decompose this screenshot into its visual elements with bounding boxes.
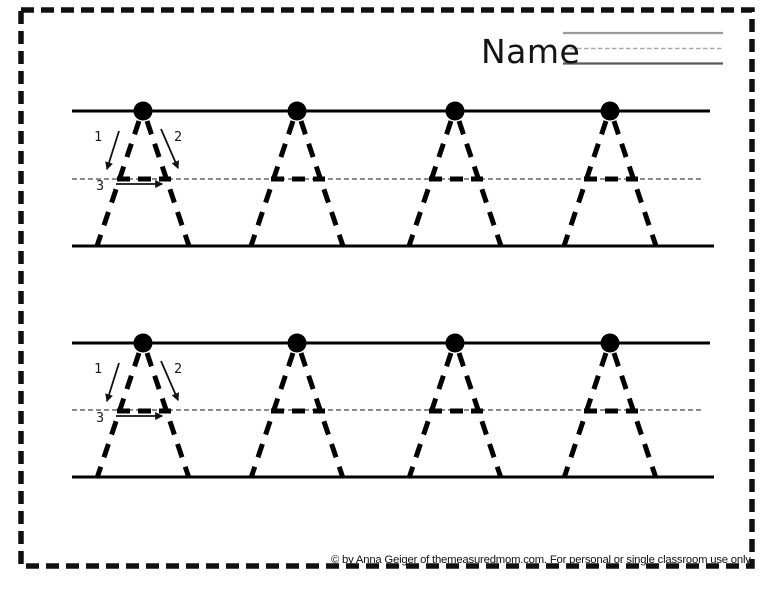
letter-a-trace — [564, 102, 656, 247]
stroke-number-1: 1 — [94, 129, 102, 145]
letter-a-trace — [97, 102, 189, 247]
tracing-row-2: 1 2 3 — [72, 334, 714, 479]
letter-a-trace — [564, 334, 656, 479]
copyright-text: © by Anna Geiger of themeasuredmom.com. … — [331, 554, 753, 566]
stroke-number-3: 3 — [96, 178, 104, 194]
page-dashed-border — [18, 7, 755, 569]
stroke-number-1: 1 — [94, 361, 102, 377]
stroke-number-3: 3 — [96, 410, 104, 426]
name-label: Name — [481, 32, 581, 71]
letter-a-trace — [409, 102, 501, 247]
letter-a-trace — [409, 334, 501, 479]
stroke-number-2: 2 — [174, 129, 182, 145]
letter-a-trace — [251, 334, 343, 479]
name-writing-lines — [563, 31, 723, 65]
letter-a-trace — [97, 334, 189, 479]
tracing-row-1: 1 2 3 — [72, 102, 714, 247]
letter-a-trace — [251, 102, 343, 247]
stroke-number-2: 2 — [174, 361, 182, 377]
